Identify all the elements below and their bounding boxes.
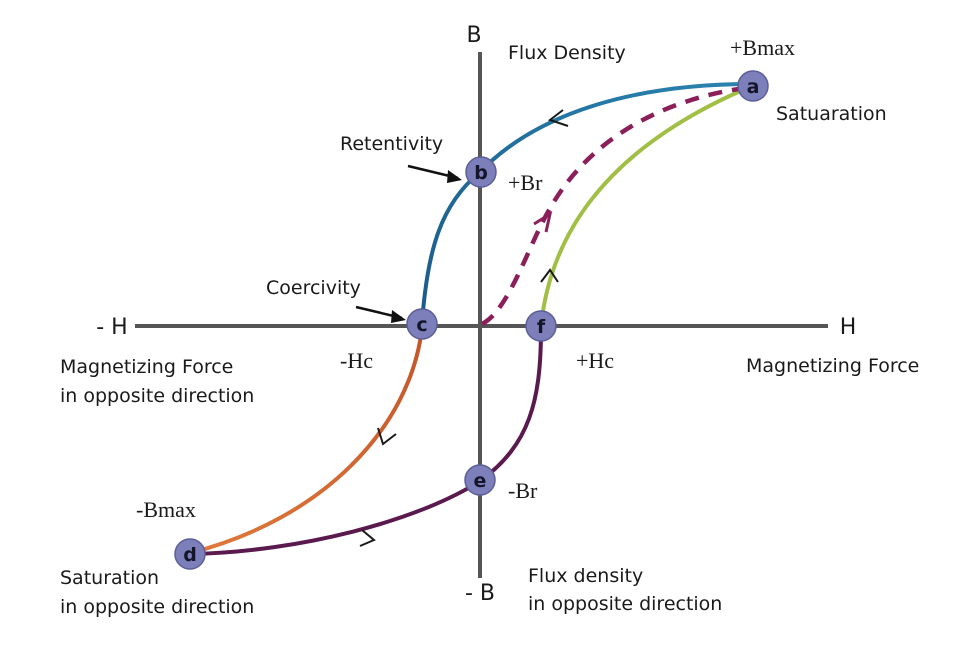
saturation-opposite-line1: Saturation — [60, 567, 159, 589]
initial-magnetization-curve — [480, 85, 746, 327]
br-positive-label: +Br — [508, 170, 543, 195]
b-axis-top-label: B — [466, 23, 481, 48]
bmax-negative-label: -Bmax — [136, 497, 196, 522]
retentivity-arrowhead — [447, 170, 462, 183]
svg-text:b: b — [474, 162, 488, 184]
saturation-label: Satuaration — [776, 103, 887, 125]
b-axis-bottom-label: - B — [465, 581, 495, 606]
svg-text:c: c — [416, 314, 427, 336]
retentivity-label: Retentivity — [340, 133, 443, 155]
point-a: a — [737, 70, 769, 102]
magnetizing-force-label: Magnetizing Force — [746, 355, 919, 377]
curve-f-a — [539, 84, 753, 327]
point-e: e — [464, 464, 496, 496]
point-d: d — [174, 538, 206, 570]
svg-text:a: a — [747, 76, 760, 98]
hc-positive-label: +Hc — [576, 348, 614, 373]
h-axis-right-label: H — [840, 315, 857, 340]
bmax-positive-label: +Bmax — [730, 35, 795, 60]
coercivity-arrowhead — [391, 310, 406, 323]
hc-negative-label: -Hc — [340, 348, 373, 373]
magnetizing-force-opposite-line2: in opposite direction — [60, 385, 254, 407]
curve-c-d — [189, 327, 424, 555]
arrow-dashed-branch — [533, 210, 553, 233]
svg-text:f: f — [537, 316, 546, 338]
point-b: b — [465, 156, 497, 188]
h-axis-left-label: - H — [96, 315, 127, 340]
arrow-orange-branch — [377, 427, 397, 446]
arrow-green-branch — [540, 268, 559, 283]
point-c: c — [406, 308, 438, 340]
flux-density-opposite-line1: Flux density — [528, 565, 643, 587]
arrow-bottom-branch — [359, 529, 376, 547]
br-negative-label: -Br — [508, 478, 538, 503]
svg-text:e: e — [474, 470, 487, 492]
arrow-top-branch — [547, 109, 569, 127]
saturation-opposite-line2: in opposite direction — [60, 596, 254, 618]
flux-density-label: Flux Density — [508, 42, 626, 64]
flux-density-opposite-line2: in opposite direction — [528, 593, 722, 615]
svg-text:d: d — [183, 544, 197, 566]
coercivity-label: Coercivity — [266, 277, 361, 299]
magnetizing-force-opposite-line1: Magnetizing Force — [60, 356, 233, 378]
point-f: f — [525, 310, 557, 342]
